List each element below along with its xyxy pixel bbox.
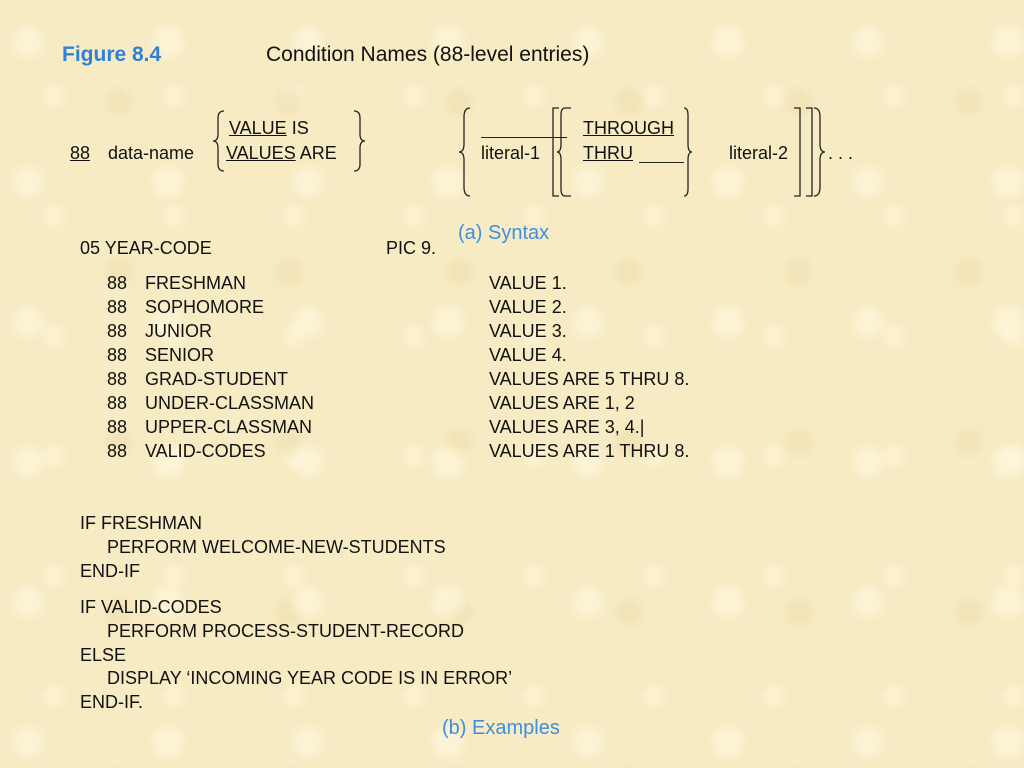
outer-left-brace	[458, 107, 471, 197]
examples-caption: (b) Examples	[442, 717, 560, 739]
value-keyword: VALUE	[229, 118, 287, 138]
level-number: 88	[70, 143, 91, 163]
syntax-caption: (a) Syntax	[458, 222, 550, 244]
code-line: PERFORM WELCOME-NEW-STUDENTS	[107, 537, 446, 557]
code-line: PERFORM PROCESS-STUDENT-RECORD	[107, 621, 465, 641]
year-code-pic: PIC 9.	[386, 238, 437, 258]
code-line: END-IF	[80, 561, 140, 581]
blank-slot-line	[481, 137, 567, 138]
option-right-bracket	[794, 107, 826, 197]
figure-label: Figure 8.4	[62, 43, 162, 66]
code-line: END-IF.	[80, 692, 143, 712]
code-line: IF VALID-CODES	[80, 597, 222, 617]
data-name-placeholder: data-name	[108, 143, 195, 163]
thru-underline-extension	[639, 162, 684, 163]
figure-title: Condition Names (88-level entries)	[266, 43, 590, 66]
code-line: ELSE	[80, 645, 127, 665]
right-brace	[353, 110, 366, 172]
option-brace-right	[683, 107, 693, 197]
year-code-declaration: 05 YEAR-CODE	[80, 238, 212, 258]
left-brace	[212, 110, 225, 172]
are-keyword: ARE	[295, 143, 337, 163]
literal-2: literal-2	[729, 143, 789, 163]
is-keyword: IS	[286, 118, 309, 138]
literal-1: literal-1	[481, 143, 541, 163]
value-is-clause: VALUE IS	[229, 118, 309, 139]
ellipsis: . . .	[828, 143, 854, 163]
code-line: IF FRESHMAN	[80, 513, 203, 533]
values-keyword: VALUES	[226, 143, 296, 163]
values-are-clause: VALUES ARE	[226, 143, 337, 164]
thru-keyword: THRU	[583, 143, 633, 163]
through-keyword: THROUGH	[583, 118, 674, 138]
option-left-bracket	[552, 107, 571, 197]
code-line: DISPLAY ‘INCOMING YEAR CODE IS IN ERROR’	[107, 668, 513, 688]
